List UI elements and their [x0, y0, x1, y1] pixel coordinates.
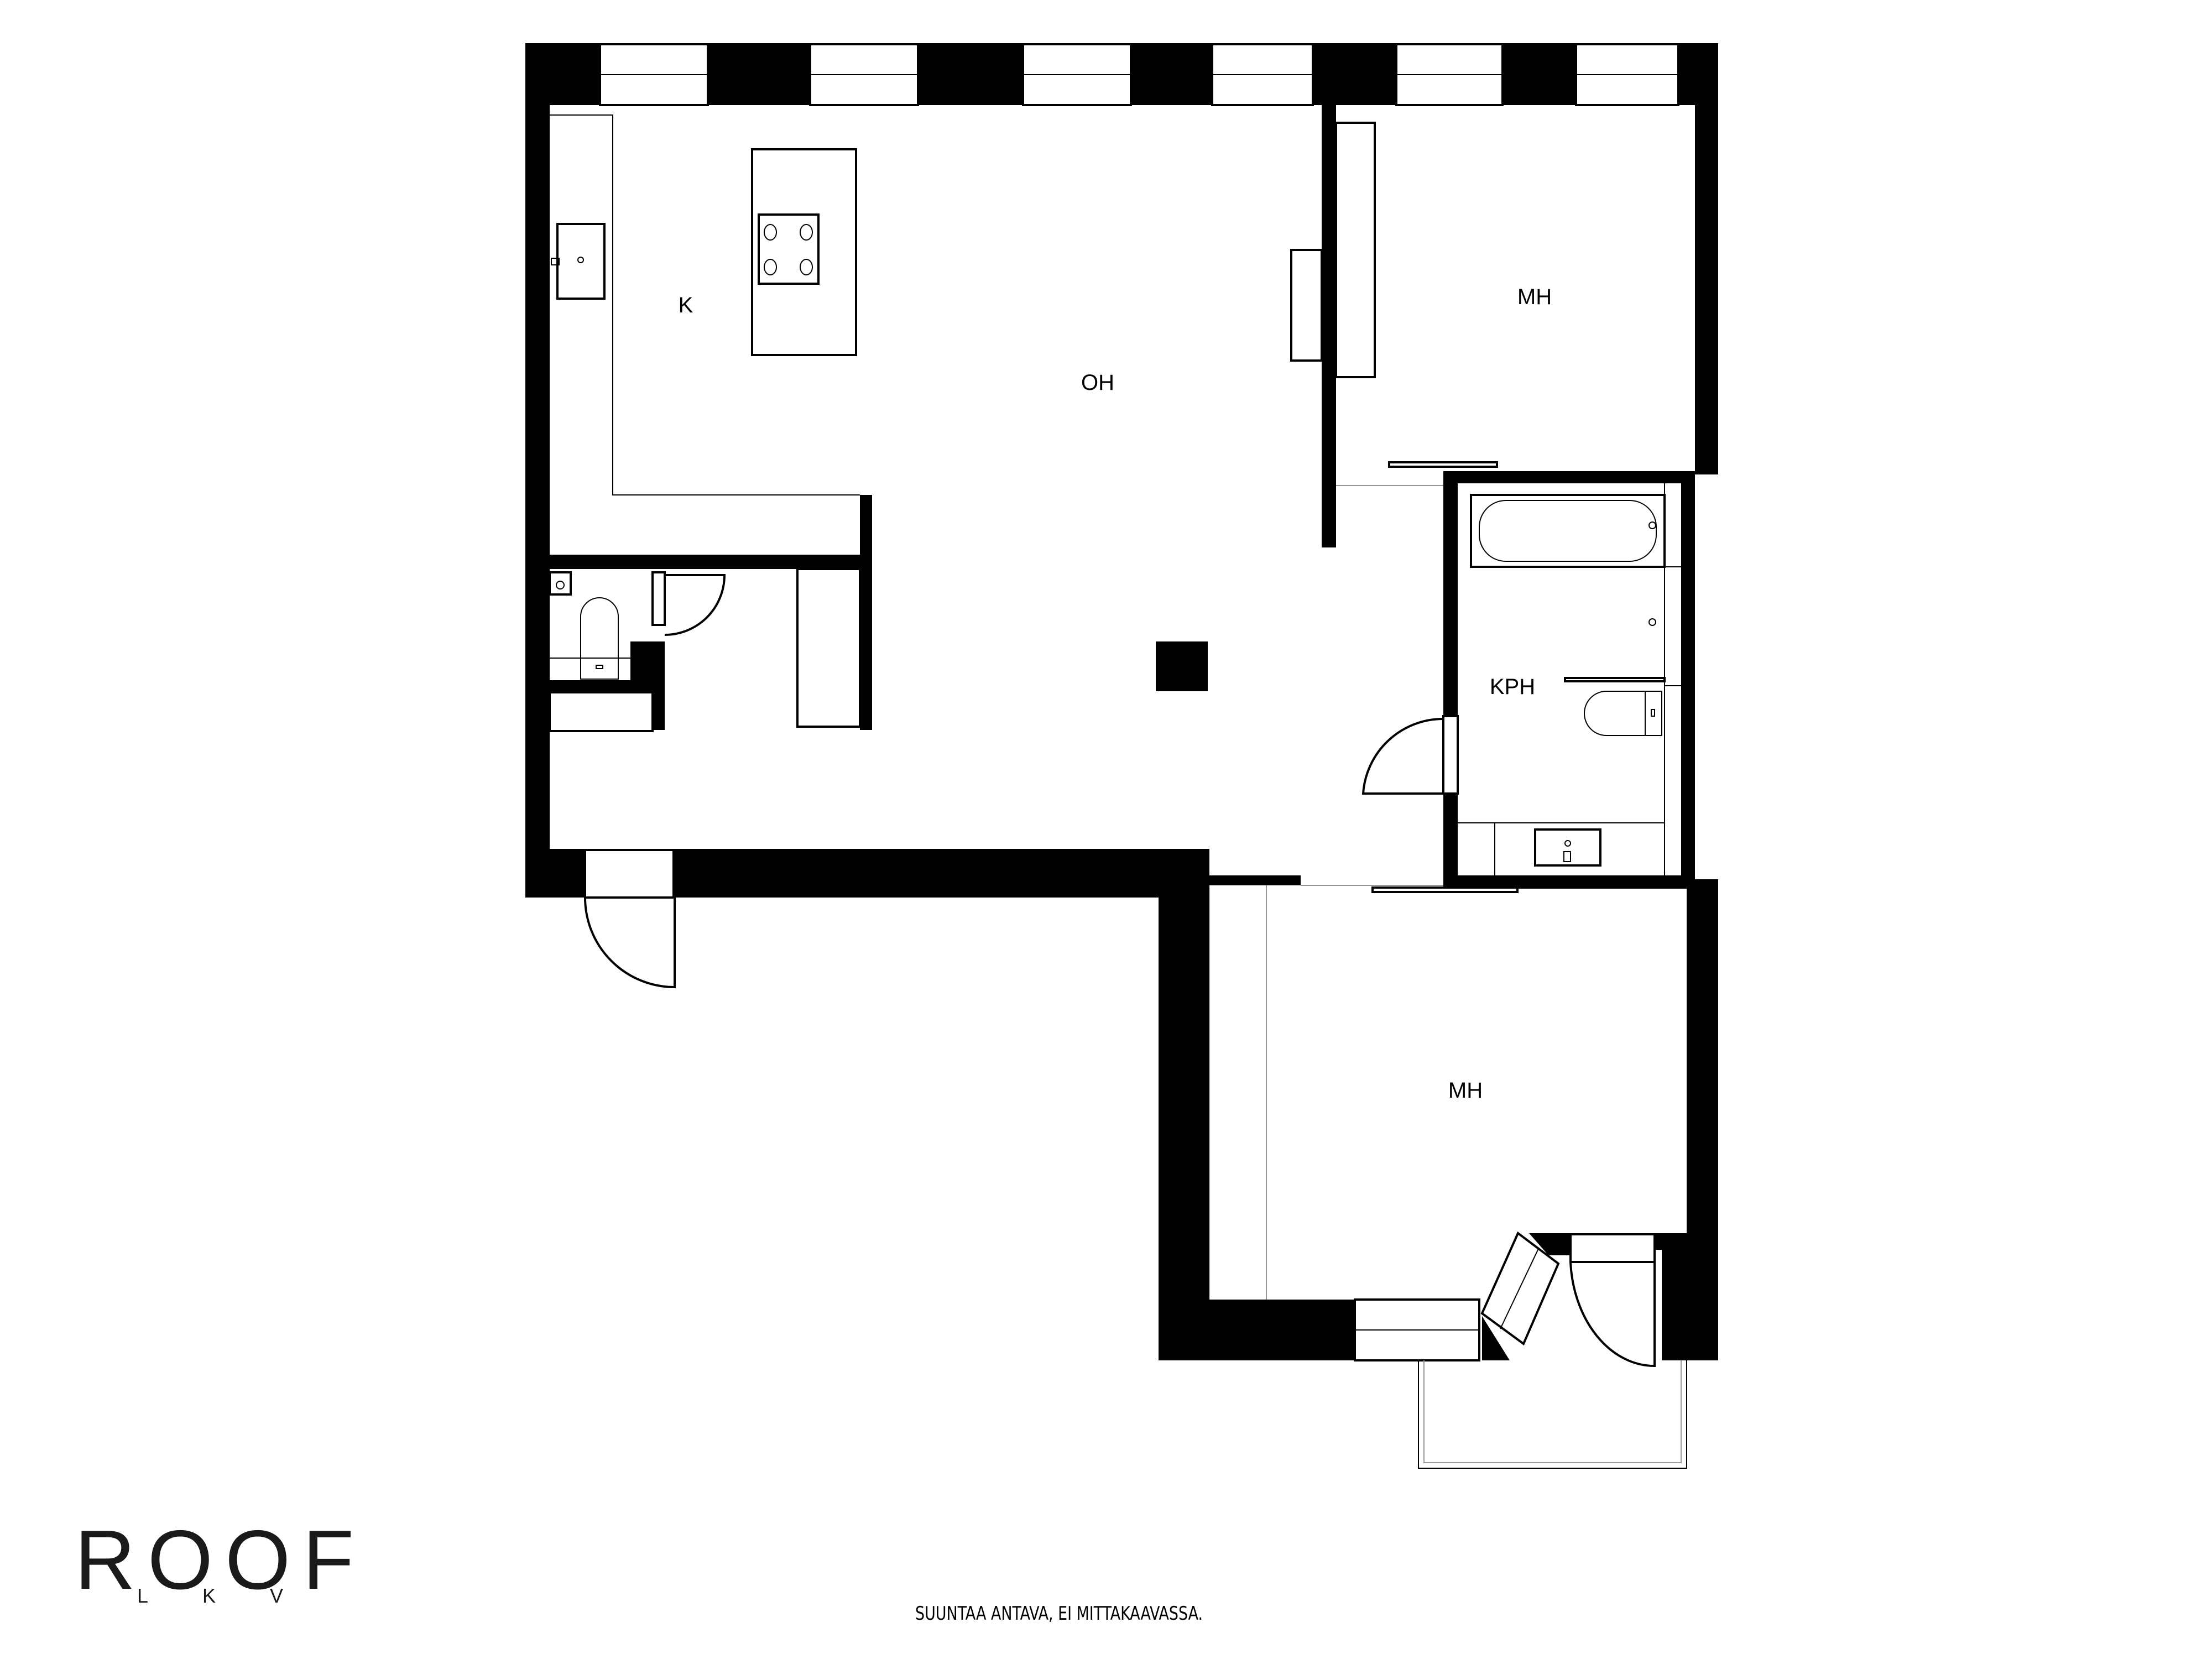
wc-door-swing [664, 574, 726, 636]
wardrobe [796, 568, 861, 728]
room-label-bedroom-bottom: MH [1448, 1078, 1483, 1103]
wc-sink-icon [549, 571, 572, 596]
company-logo-sub: LKV [137, 1584, 338, 1607]
lower-bedroom-fixtures [1209, 885, 1687, 1469]
balcony-door-swing [1569, 1261, 1656, 1368]
windows-top [599, 43, 1679, 106]
scale-disclaimer: SUUNTAA ANTAVA, EI MITTAKAAVASSA. [915, 1603, 1203, 1625]
bathtub [1470, 494, 1666, 568]
room-label-living: OH [1081, 371, 1114, 395]
room-label-bedroom-top: MH [1517, 285, 1552, 309]
room-label-kitchen: K [679, 293, 693, 317]
sliding-door [1388, 461, 1498, 468]
storage [549, 122, 1498, 732]
tv-unit [1290, 249, 1323, 362]
room-label-bathroom: KPH [1490, 675, 1535, 699]
bathroom-fixtures [1361, 483, 1681, 875]
cooktop-icon [758, 213, 820, 285]
bath-door-swing [1361, 717, 1444, 795]
sliding-door-lower [1371, 886, 1519, 893]
entry-door [584, 849, 676, 989]
bath-toilet-icon [1584, 691, 1662, 736]
entry-door-swing [584, 897, 676, 989]
bath-sink-icon [1534, 828, 1601, 867]
column [1156, 641, 1208, 691]
bedroom-wardrobe [1335, 122, 1376, 378]
company-logo: ROOF [75, 1513, 367, 1607]
kitchen-sink-icon [556, 223, 606, 300]
walls [525, 43, 1718, 1360]
kitchen-fixtures [550, 114, 860, 495]
shower-icon [1648, 618, 1656, 626]
wc-fixtures [549, 571, 726, 680]
toilet-icon [580, 597, 619, 659]
shower-screen [1564, 677, 1666, 682]
